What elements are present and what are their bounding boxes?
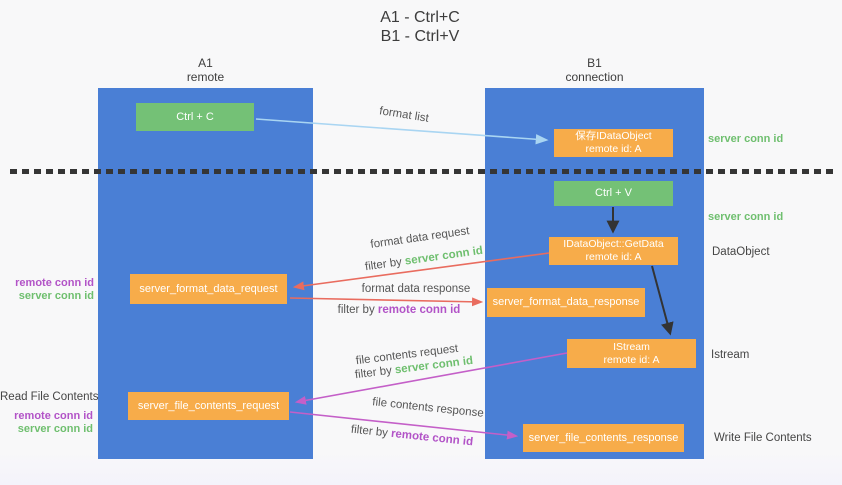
column-b-id: B1 <box>587 56 602 70</box>
ctrl-c-box: Ctrl + C <box>136 103 254 131</box>
column-b-role: connection <box>565 70 624 84</box>
remote-conn-id-label: remote conn id <box>15 277 94 289</box>
istream-side-label: Istream <box>711 349 750 361</box>
server-file-contents-request-box: server_file_contents_request <box>128 392 289 420</box>
server-format-data-request-box: server_format_data_request <box>130 274 287 304</box>
server-file-contents-response-box: server_file_contents_response <box>523 424 684 452</box>
left-bottom-annotation: Read File Contents remote conn id server… <box>0 391 99 436</box>
remote-conn-id-key: remote conn id <box>390 427 474 449</box>
server-conn-id-label: server conn id <box>17 423 93 435</box>
filter-by-text: filter by <box>350 423 392 440</box>
server-format-data-request-label: server_format_data_request <box>139 282 278 295</box>
remote-conn-id-label: remote conn id <box>14 410 93 422</box>
istream-box: IStream remote id: A <box>567 339 696 368</box>
format-data-response-filter-label: filter by remote conn id <box>299 304 499 316</box>
ctrl-c-label: Ctrl + C <box>176 110 214 123</box>
save-idataobject-line1: 保存IDataObject <box>575 130 652 142</box>
file-contents-response-filter-label: filter by remote conn id <box>312 420 512 453</box>
dataobject-label: DataObject <box>712 246 770 258</box>
filter-by-text: filter by <box>337 304 378 316</box>
column-a-header: A1 remote <box>98 56 313 84</box>
format-data-response-label: format data response <box>361 283 471 295</box>
left-mid-conn-id-stack: remote conn id server conn id <box>0 277 94 303</box>
server-format-data-response-label: server_format_data_response <box>492 296 640 308</box>
save-idataobject-line2: remote id: A <box>585 143 642 155</box>
server-conn-id-right-top: server conn id <box>708 133 784 145</box>
server-file-contents-request-label: server_file_contents_request <box>137 399 280 412</box>
filter-by-text: filter by <box>364 255 406 274</box>
ctrl-v-label: Ctrl + V <box>595 187 632 199</box>
istream-line2: remote id: A <box>603 353 660 366</box>
title-line-2: B1 - Ctrl+V <box>380 28 460 45</box>
arrow-format-data-response <box>289 297 484 307</box>
format-list-label: format list <box>378 105 430 125</box>
column-a-role: remote <box>186 70 225 84</box>
server-format-data-response-box: server_format_data_response <box>487 288 645 317</box>
server-conn-id-key: server conn id <box>404 244 484 268</box>
getdata-line2: remote id: A <box>585 251 642 263</box>
server-conn-id-right-ctrlv: server conn id <box>708 211 784 223</box>
column-b-header: B1 connection <box>485 56 704 84</box>
getdata-line1: IDataObject::GetData <box>563 238 664 250</box>
filter-by-text: filter by <box>354 364 396 382</box>
remote-conn-id-key: remote conn id <box>377 304 461 316</box>
phase-divider-dotted-line <box>10 169 836 174</box>
title-line-1: A1 - Ctrl+C <box>380 9 460 26</box>
read-file-contents-label: Read File Contents <box>0 391 99 403</box>
istream-line1: IStream <box>613 340 650 353</box>
idataobject-getdata-box: IDataObject::GetData remote id: A <box>549 237 678 265</box>
write-file-contents-label: Write File Contents <box>714 432 812 444</box>
diagram-title: A1 - Ctrl+C B1 - Ctrl+V <box>280 8 560 46</box>
column-a-id: A1 <box>198 56 213 70</box>
server-file-contents-response-label: server_file_contents_response <box>528 431 679 444</box>
ctrl-v-box: Ctrl + V <box>554 181 673 206</box>
save-idataobject-box: 保存IDataObject remote id: A <box>554 129 673 157</box>
server-conn-id-label: server conn id <box>18 290 94 302</box>
